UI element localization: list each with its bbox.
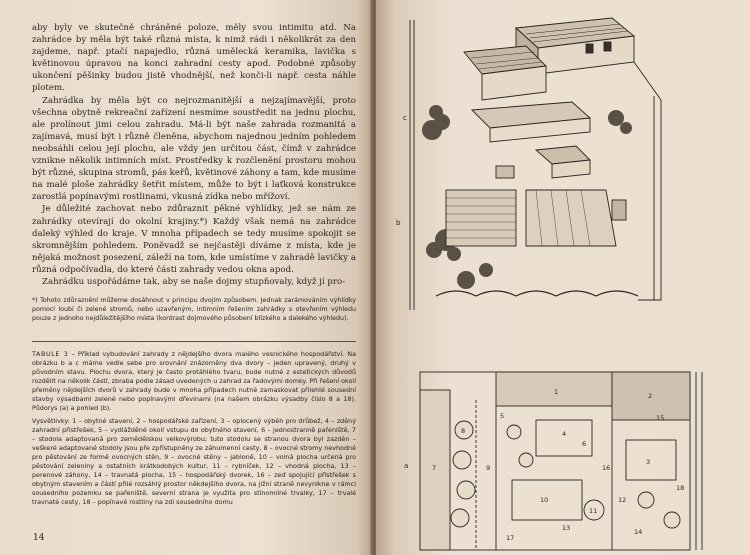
right-page: c b <box>376 0 750 555</box>
plan-number-2: 2 <box>648 392 652 400</box>
figure-caption: TABULE 3 – Příklad vybudování zahrady z … <box>32 350 356 412</box>
figure-legend: Vysvětlivky: 1 – obytné stavení, 2 – hos… <box>32 417 356 506</box>
plan-number-11: 11 <box>589 507 597 515</box>
plan-number-3: 3 <box>646 458 650 466</box>
footnote: *) Tohoto zdůraznění můžeme dosáhnout v … <box>32 297 356 323</box>
plan-number-4: 4 <box>562 430 566 438</box>
section-divider <box>32 341 356 343</box>
plan-number-15: 15 <box>656 414 664 422</box>
perspective-drawing <box>409 17 662 310</box>
paragraph-4: Zahrádku uspořádáme tak, aby se naše doj… <box>42 276 346 287</box>
plan-number-6: 6 <box>582 440 586 448</box>
label-c: c <box>403 114 407 122</box>
label-a: a <box>404 462 408 470</box>
page-number: 14 <box>33 533 45 543</box>
plan-number-12: 12 <box>618 496 626 504</box>
paragraph-2: Zahrádka by měla být co nejrozmanitější … <box>32 95 356 203</box>
plan-drawing <box>419 371 703 551</box>
caption-heading: TABULE 3 <box>32 350 69 359</box>
paragraph-3: Je důležité zachovat nebo zdůraznit pěkn… <box>32 204 356 275</box>
body-text: aby byly ve skutečně chráněné poloze, mě… <box>32 22 356 288</box>
book-gutter <box>370 0 378 555</box>
plan-number-13: 13 <box>562 524 570 532</box>
plan-number-8: 8 <box>461 427 465 435</box>
plan-number-7: 7 <box>432 464 436 472</box>
plan-number-18: 18 <box>676 484 684 492</box>
paragraph-1: aby byly ve skutečně chráněné poloze, mě… <box>32 23 356 94</box>
plan-number-14: 14 <box>634 528 642 536</box>
plan-number-16: 16 <box>602 464 610 472</box>
garden-illustration: c b <box>396 17 703 551</box>
plan-numbers: 1 2 3 4 5 6 7 8 9 10 11 12 13 14 15 16 1… <box>432 388 684 542</box>
plan-number-5: 5 <box>500 412 504 420</box>
plan-number-1: 1 <box>554 388 558 396</box>
plan-number-9: 9 <box>486 464 490 472</box>
caption-body: – Příklad vybudování zahrady z nějdejšíh… <box>32 350 356 412</box>
plan-number-17: 17 <box>506 534 514 542</box>
left-page: aby byly ve skutečně chráněné poloze, mě… <box>0 0 372 555</box>
label-b: b <box>396 219 401 227</box>
plan-number-10: 10 <box>540 496 548 504</box>
